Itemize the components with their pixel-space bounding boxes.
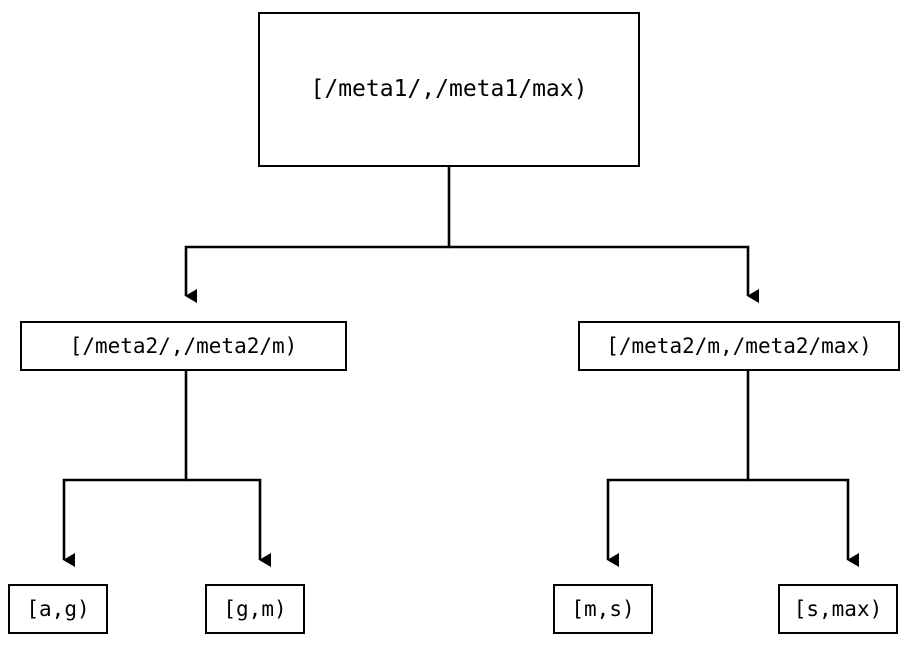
tree-node-root-label: [/meta1/,/meta1/max) <box>310 76 588 102</box>
tree-node-leaf-gm[interactable]: [g,m) <box>205 584 305 634</box>
tree-node-leaf-smax-label: [s,max) <box>793 596 883 621</box>
edge-meta2-low-to-leaf-gm <box>186 478 271 567</box>
tree-node-meta2-low[interactable]: [/meta2/,/meta2/m) <box>20 321 347 371</box>
tree-node-leaf-ms-label: [m,s) <box>571 596 635 621</box>
tree-node-root[interactable]: [/meta1/,/meta1/max) <box>258 12 640 167</box>
edge-root-to-meta2-low <box>184 167 451 303</box>
tree-node-meta2-low-label: [/meta2/,/meta2/m) <box>69 333 298 358</box>
edge-meta2-high-to-leaf-ms <box>606 371 750 567</box>
tree-node-leaf-smax[interactable]: [s,max) <box>778 584 898 634</box>
tree-node-leaf-ms[interactable]: [m,s) <box>553 584 653 634</box>
edge-meta2-low-to-leaf-ag <box>62 371 188 567</box>
tree-node-leaf-gm-label: [g,m) <box>223 596 287 621</box>
edge-root-to-meta2-high <box>449 245 759 303</box>
tree-node-leaf-ag[interactable]: [a,g) <box>8 584 108 634</box>
tree-node-meta2-high-label: [/meta2/m,/meta2/max) <box>606 333 872 358</box>
edge-meta2-high-to-leaf-smax <box>748 478 859 567</box>
tree-node-leaf-ag-label: [a,g) <box>26 596 90 621</box>
tree-node-meta2-high[interactable]: [/meta2/m,/meta2/max) <box>578 321 900 371</box>
